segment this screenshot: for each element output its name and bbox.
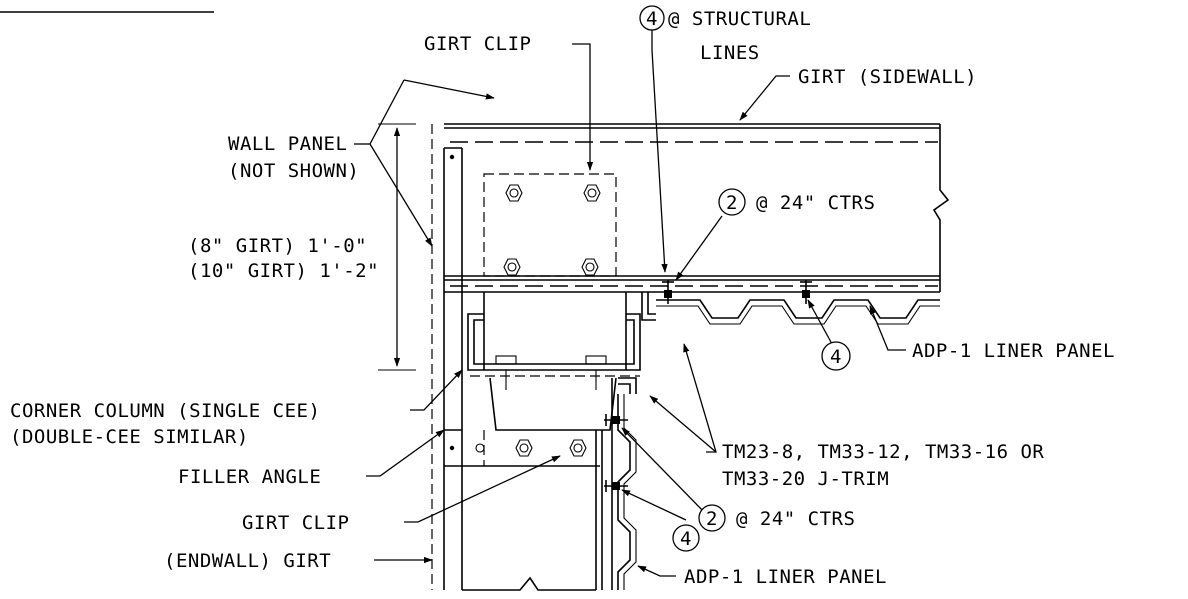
label-girt-clip-bottom: GIRT CLIP bbox=[242, 512, 349, 534]
bolt bbox=[515, 439, 533, 457]
label-jtrim-2: TM33-20 J-TRIM bbox=[722, 468, 889, 490]
bubble-bottom-fastener: 4 bbox=[672, 524, 700, 552]
label-corner-column-1: CORNER COLUMN (SINGLE CEE) bbox=[10, 400, 320, 422]
label-girt-sidewall: GIRT (SIDEWALL) bbox=[798, 66, 977, 88]
bolt bbox=[569, 439, 587, 457]
label-liner-right: ADP-1 LINER PANEL bbox=[912, 340, 1115, 362]
svg-text:2: 2 bbox=[706, 508, 718, 530]
label-structural-2: LINES bbox=[700, 42, 760, 64]
label-wall-panel-1: WALL PANEL bbox=[228, 133, 347, 155]
liner-panel-bottom bbox=[604, 394, 637, 590]
bubble-ctrs-bottom: 2 bbox=[698, 504, 726, 532]
girt-clip-top bbox=[483, 173, 617, 277]
corner-column bbox=[431, 124, 463, 590]
sidewall-girt bbox=[444, 123, 950, 293]
fastener bbox=[662, 280, 674, 304]
fastener bbox=[604, 480, 628, 492]
label-ctrs-bottom: @ 24" CTRS bbox=[736, 508, 855, 530]
filler-angle-shape bbox=[462, 377, 617, 467]
bolt bbox=[503, 258, 521, 276]
svg-text:2: 2 bbox=[726, 192, 738, 214]
label-endwall-girt: (ENDWALL) GIRT bbox=[164, 550, 331, 572]
svg-text:4: 4 bbox=[646, 8, 658, 30]
svg-text:4: 4 bbox=[830, 346, 842, 368]
label-liner-bottom: ADP-1 LINER PANEL bbox=[684, 566, 887, 588]
label-corner-column-2: (DOUBLE-CEE SIMILAR) bbox=[10, 426, 249, 448]
girt-dimension bbox=[378, 123, 416, 371]
label-dim-10: (10" GIRT) 1'-2" bbox=[188, 260, 379, 282]
fastener bbox=[800, 280, 812, 304]
cee-section bbox=[467, 292, 641, 390]
label-girt-clip-top: GIRT CLIP bbox=[424, 33, 531, 55]
fastener bbox=[604, 414, 628, 426]
bolt bbox=[583, 184, 601, 202]
j-trim-bottom bbox=[618, 377, 637, 394]
label-wall-panel-2: (NOT SHOWN) bbox=[228, 160, 359, 182]
bubble-ctrs-top: 2 bbox=[718, 188, 746, 216]
label-ctrs-top: @ 24" CTRS bbox=[756, 192, 875, 214]
bolt bbox=[581, 258, 599, 276]
liner-panel-right bbox=[656, 280, 940, 325]
svg-text:4: 4 bbox=[680, 528, 692, 550]
label-filler-angle: FILLER ANGLE bbox=[178, 466, 321, 488]
label-jtrim-1: TM23-8, TM33-12, TM33-16 OR bbox=[722, 441, 1044, 463]
label-structural-1: @ STRUCTURAL bbox=[668, 8, 811, 30]
endwall-girt bbox=[462, 378, 613, 591]
bubble-right-fastener: 4 bbox=[821, 341, 851, 371]
label-dim-8: (8" GIRT) 1'-0" bbox=[188, 235, 367, 257]
bubble-structural: 4 bbox=[639, 5, 665, 31]
j-trim-right bbox=[641, 292, 656, 321]
bolt bbox=[505, 184, 523, 202]
